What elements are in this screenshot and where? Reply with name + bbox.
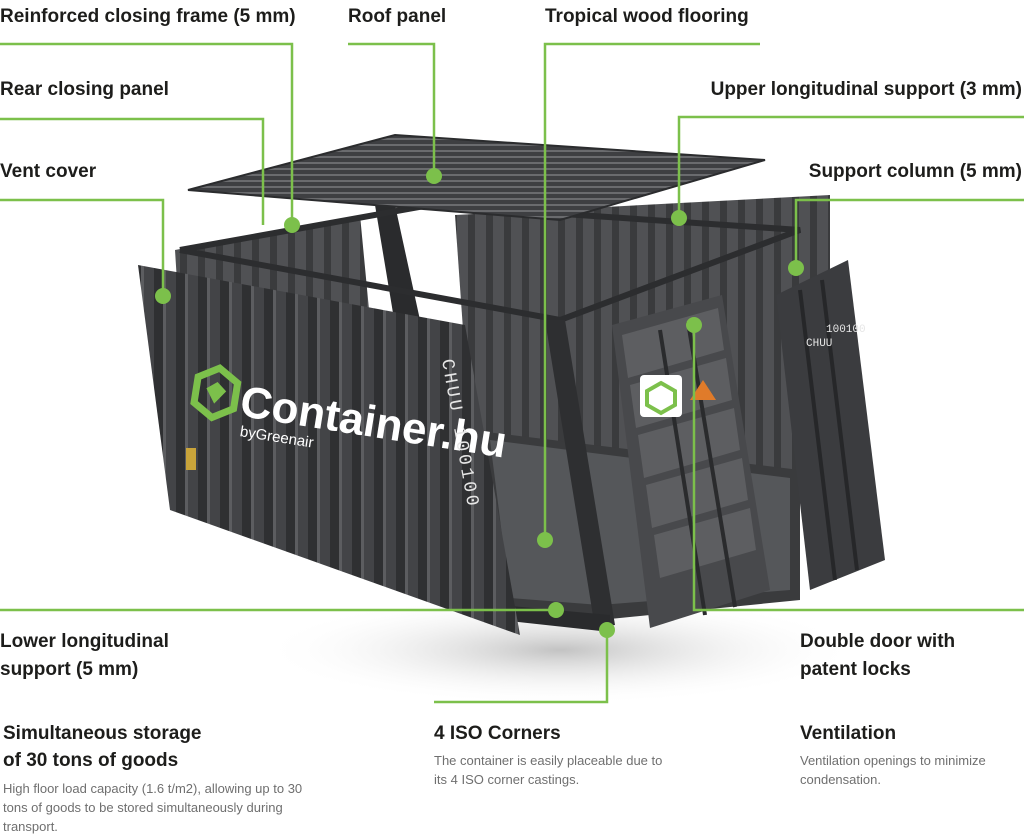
leader-rear-panel	[0, 117, 265, 225]
leader-tropical-wood	[543, 42, 760, 540]
leader-lines	[0, 42, 1024, 704]
callout-vent-cover: Vent cover	[0, 161, 97, 182]
callout-double-door-line2: patent locks	[800, 659, 911, 680]
leader-upper-support	[677, 115, 1024, 218]
door-warning-icon	[690, 380, 716, 400]
ground-shadow	[260, 595, 860, 705]
callout-double-door-line1: Double door with	[800, 631, 956, 652]
ventilation-title: Ventilation	[800, 723, 897, 744]
leader-double-door	[692, 325, 1024, 612]
iso-title: 4 ISO Corners	[434, 723, 561, 744]
callout-upper-support: Upper longitudinal support (3 mm)	[710, 79, 1022, 100]
callout-reinforced-frame: Reinforced closing frame (5 mm)	[0, 6, 296, 27]
door-code-line1: CHUU	[806, 338, 832, 350]
callout-roof-panel: Roof panel	[348, 6, 447, 27]
door-code-line2: 100100	[826, 324, 866, 336]
callout-support-column: Support column (5 mm)	[808, 161, 1022, 182]
storage-title-line2: of 30 tons of goods	[3, 750, 179, 771]
leader-iso-corners	[434, 630, 609, 704]
rear-support-post	[375, 205, 420, 325]
side-warning-label	[186, 448, 196, 470]
iso-text-line1: The container is easily placeable due to	[434, 753, 663, 768]
callout-lower-support-line2: support (5 mm)	[0, 659, 139, 680]
ventilation-text-line1: Ventilation openings to minimize	[800, 753, 986, 768]
front-bottom-rail	[500, 605, 610, 632]
callout-tropical-wood: Tropical wood flooring	[545, 6, 749, 27]
roof-panel-shape	[187, 133, 766, 222]
storage-text-line1: High floor load capacity (1.6 t/m2), all…	[3, 781, 303, 796]
storage-title-line1: Simultaneous storage	[3, 723, 202, 744]
door-logo-icon	[645, 380, 677, 416]
iso-text-line2: its 4 ISO corner castings.	[434, 772, 580, 787]
storage-text-line3: transport.	[3, 819, 58, 834]
upper-frame-rails	[179, 201, 802, 324]
leader-reinforced-frame	[0, 42, 294, 225]
logo-hexagon-icon	[190, 364, 242, 422]
ventilation-text-line2: condensation.	[800, 772, 881, 787]
door-left	[612, 295, 770, 628]
leader-dots	[155, 168, 804, 638]
leader-support-column	[794, 198, 1024, 268]
storage-text-line2: tons of goods to be stored simultaneousl…	[3, 800, 283, 815]
door-right: CHUU 100100	[776, 260, 885, 590]
callout-lower-support-line1: Lower longitudinal	[0, 631, 169, 652]
leader-vent-cover	[0, 198, 165, 296]
front-corner-post	[545, 320, 615, 628]
callout-rear-panel: Rear closing panel	[0, 79, 169, 100]
logo-leaf-icon	[206, 381, 227, 404]
side-wall-panel	[138, 265, 520, 635]
leader-roof-panel	[348, 42, 436, 176]
